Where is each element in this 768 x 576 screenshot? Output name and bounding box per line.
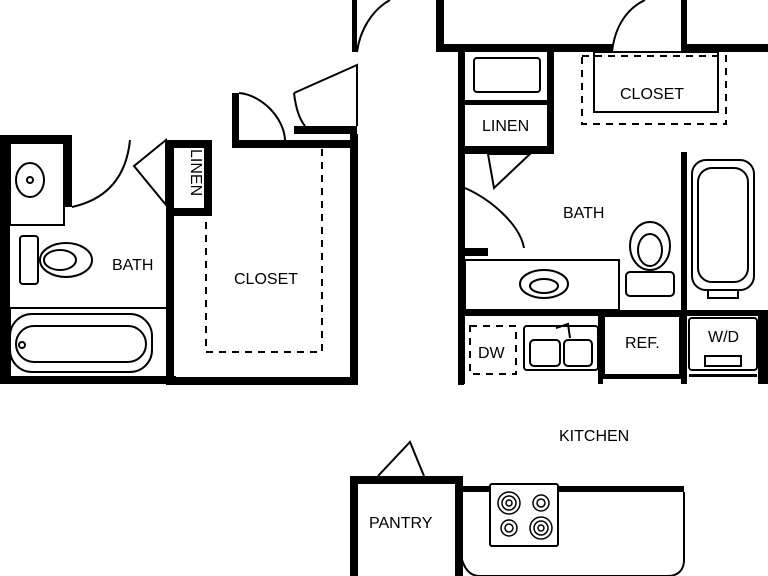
bathtub-left-icon [9,307,169,379]
right-bath-vanity [464,259,620,311]
refrigerator-icon [603,315,681,379]
microwave-icon [473,57,541,93]
room-label-linen-left: LINEN [187,149,204,196]
appliance-label-dw: DW [478,345,506,362]
left-bath-vanity [9,142,65,226]
kitchen-island-counter [461,492,685,576]
closet-left-shelving [205,146,323,353]
closet-right-shelf [593,51,719,113]
dishwasher-outline [469,325,517,375]
closet-right-shelving [581,55,727,125]
washer-dryer-icon [688,317,758,377]
toilet-right-icon [625,221,675,297]
appliance-label-wd: W/D [708,329,739,346]
room-label-bath-left: BATH [112,257,153,274]
door-swings [71,0,646,477]
room-label-linen-right: LINEN [482,118,529,135]
room-label-closet-right: CLOSET [620,86,684,103]
room-label-kitchen: KITCHEN [559,428,629,445]
kitchen-sink-icon [523,322,599,371]
stove-icon [489,483,559,547]
room-label-pantry: PANTRY [369,515,433,532]
appliance-label-ref: REF. [625,335,660,352]
room-label-closet-left: CLOSET [234,271,298,288]
toilet-left-icon [19,235,93,285]
bathtub-right-icon [691,159,755,299]
room-label-bath-right: BATH [563,205,604,222]
